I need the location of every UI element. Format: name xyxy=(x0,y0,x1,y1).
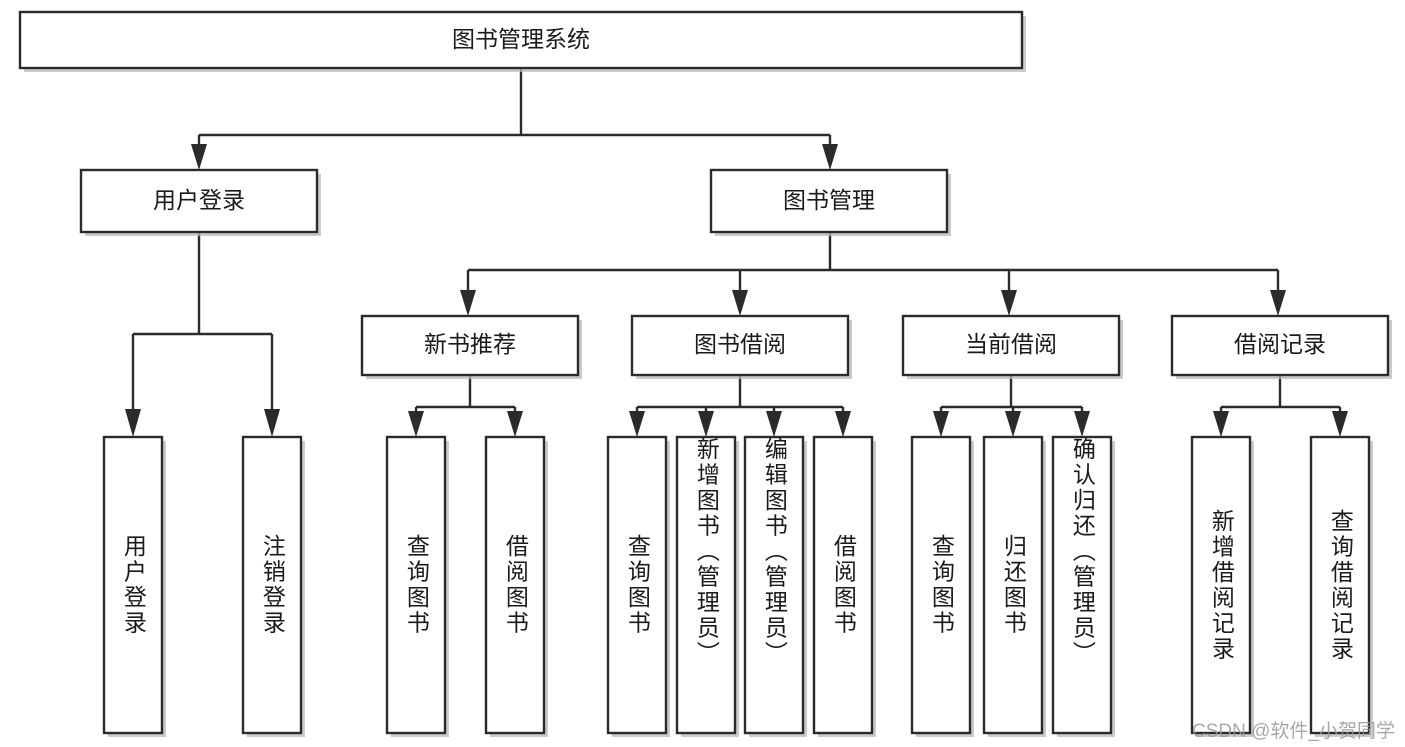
node-leaf-query-record-rect xyxy=(1309,435,1371,735)
arrow-head-leaf-return-book xyxy=(1005,411,1021,437)
node-leaf-confirm-return-rect xyxy=(1051,435,1113,735)
node-leaf-return-book-rect xyxy=(982,435,1044,735)
node-leaf-query-record[interactable] xyxy=(1309,435,1373,737)
node-borrow-record-rect xyxy=(1170,314,1390,377)
node-new-book-recommend[interactable]: 新书推荐 xyxy=(360,314,582,379)
arrow-head-leaf-add-record xyxy=(1213,411,1229,437)
node-root[interactable]: 图书管理系统 xyxy=(18,10,1026,72)
node-leaf-query-book-bb[interactable] xyxy=(606,435,670,737)
arrow-head-leaf-user-logout xyxy=(264,409,280,437)
node-current-borrow[interactable]: 当前借阅 xyxy=(901,314,1123,379)
arrow-head-leaf-borrow-book-bb xyxy=(835,411,851,437)
node-leaf-borrow-book-nbr[interactable] xyxy=(484,435,548,737)
arrow-head-leaf-edit-book xyxy=(766,411,782,437)
arrow-head-book-manage xyxy=(822,144,838,170)
node-leaf-user-logout-rect xyxy=(241,435,303,735)
node-leaf-edit-book-rect xyxy=(743,435,805,735)
node-book-borrow-rect xyxy=(630,314,850,377)
node-current-borrow-label: 当前借阅 xyxy=(965,331,1057,357)
node-leaf-query-book-cb-rect xyxy=(910,435,972,735)
node-leaf-confirm-return[interactable] xyxy=(1051,435,1115,737)
arrow-head-leaf-query-book-bb xyxy=(629,411,645,437)
node-leaf-borrow-book-nbr-rect xyxy=(484,435,546,735)
node-new-book-recommend-label: 新书推荐 xyxy=(424,331,516,357)
node-leaf-query-book-cb[interactable] xyxy=(910,435,974,737)
arrow-head-leaf-add-book xyxy=(698,411,714,437)
node-leaf-edit-book[interactable] xyxy=(743,435,807,737)
node-leaf-borrow-book-bb-rect xyxy=(812,435,874,735)
node-borrow-record[interactable]: 借阅记录 xyxy=(1170,314,1392,379)
node-leaf-return-book[interactable] xyxy=(982,435,1046,737)
node-leaf-query-book-nbr-rect xyxy=(385,435,447,735)
edge-group xyxy=(125,68,1348,437)
node-leaf-user-login-rect xyxy=(102,435,164,735)
node-book-manage[interactable]: 图书管理 xyxy=(709,168,951,236)
node-current-borrow-rect xyxy=(901,314,1121,377)
arrow-head-leaf-user-login xyxy=(125,409,141,437)
node-leaf-add-book-rect xyxy=(675,435,737,735)
arrow-head-book-borrow xyxy=(732,290,748,316)
node-leaf-user-logout[interactable] xyxy=(241,435,305,737)
arrow-head-leaf-query-book-nbr xyxy=(408,411,424,437)
node-leaf-query-book-nbr[interactable] xyxy=(385,435,449,737)
arrow-head-leaf-query-record xyxy=(1332,411,1348,437)
arrow-head-leaf-confirm-return xyxy=(1074,411,1090,437)
node-borrow-record-label: 借阅记录 xyxy=(1234,331,1326,357)
node-book-manage-rect xyxy=(709,168,949,234)
node-user-login[interactable]: 用户登录 xyxy=(79,168,321,236)
node-user-login-rect xyxy=(79,168,319,234)
node-book-borrow[interactable]: 图书借阅 xyxy=(630,314,852,379)
arrow-head-leaf-borrow-book-nbr xyxy=(507,411,523,437)
node-book-borrow-label: 图书借阅 xyxy=(694,331,786,357)
node-root-label: 图书管理系统 xyxy=(452,26,590,52)
node-leaf-add-book[interactable] xyxy=(675,435,739,737)
node-leaf-borrow-book-bb[interactable] xyxy=(812,435,876,737)
arrow-head-user-login xyxy=(191,144,207,170)
arrow-head-leaf-query-book-cb xyxy=(933,411,949,437)
node-user-login-label: 用户登录 xyxy=(153,187,245,213)
node-leaf-add-record[interactable] xyxy=(1190,435,1254,737)
node-book-manage-label: 图书管理 xyxy=(783,187,875,213)
node-leaf-add-record-rect xyxy=(1190,435,1252,735)
node-root-rect xyxy=(18,10,1024,70)
node-leaf-query-book-bb-rect xyxy=(606,435,668,735)
node-group: 图书管理系统 用户登录 图书管理 新书推荐 xyxy=(18,10,1392,737)
arrow-head-borrow-record xyxy=(1270,290,1286,316)
arrow-head-new-book-recommend xyxy=(460,290,476,316)
node-leaf-user-login[interactable] xyxy=(102,435,166,737)
node-new-book-recommend-rect xyxy=(360,314,580,377)
arrow-head-current-borrow xyxy=(1001,290,1017,316)
